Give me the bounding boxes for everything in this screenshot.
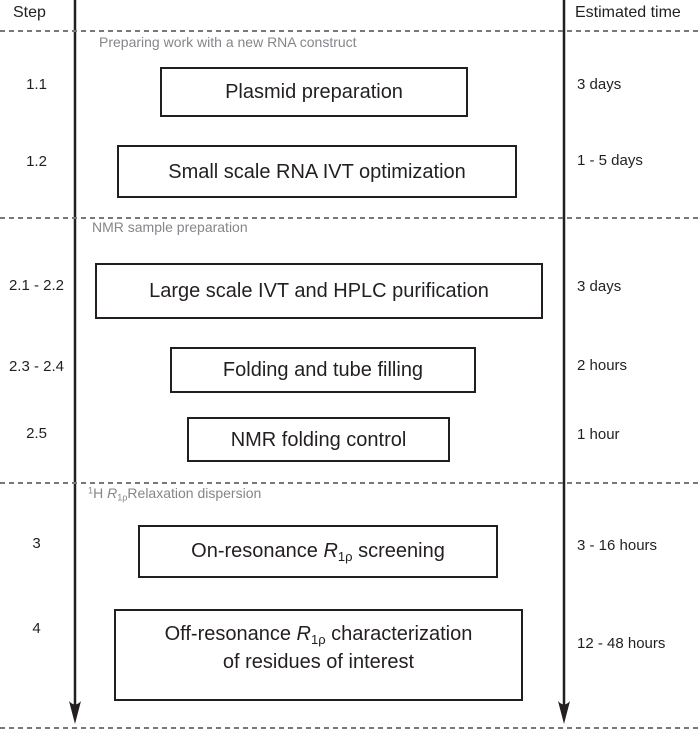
task-label: NMR folding control: [230, 428, 407, 451]
section-divider: [0, 482, 700, 484]
section-label-nmr-sample-preparation: NMR sample preparation: [92, 219, 248, 235]
estimated-time: 3 days: [577, 278, 622, 295]
timeline-arrow-down-icon: [558, 0, 570, 724]
estimated-time: 1 hour: [577, 426, 620, 443]
time-column-header: Estimated time: [575, 4, 681, 21]
task-label-line2: of residues of interest: [222, 650, 415, 673]
task-label: Plasmid preparation: [225, 81, 403, 103]
task-label: Large scale IVT and HPLC purification: [149, 280, 489, 302]
task-box-plasmid-preparation: Plasmid preparation: [160, 67, 468, 117]
section-divider: [0, 217, 700, 219]
task-box-off-resonance-characterization: Off-resonance R1ρ characterization of re…: [114, 609, 523, 701]
step-number: 2.3 - 2.4: [8, 358, 65, 375]
section-divider: [0, 30, 700, 32]
estimated-time: 3 - 16 hours: [577, 537, 658, 554]
section-label-preparing-work: Preparing work with a new RNA construct: [99, 34, 357, 50]
section-label-relaxation-dispersion: 1H R1ρRelaxation dispersion: [88, 485, 261, 503]
step-number: 1.2: [26, 153, 47, 170]
step-number: 3: [32, 535, 41, 552]
task-box-on-resonance-screening: On-resonance R1ρ screening: [138, 525, 498, 578]
section-label-text: H: [93, 485, 108, 501]
estimated-time: 2 hours: [577, 357, 628, 374]
r1rho-subscript: 1ρ: [117, 492, 128, 503]
step-number: 4: [32, 620, 41, 637]
r1rho-symbol: R: [107, 485, 118, 501]
task-box-nmr-folding-control: NMR folding control: [187, 417, 450, 462]
timeline-arrow-down-icon: [69, 0, 81, 724]
step-number: 2.1 - 2.2: [8, 277, 65, 294]
estimated-time: 12 - 48 hours: [577, 635, 666, 652]
section-divider: [0, 727, 700, 729]
r1rho-subscript: 1ρ: [311, 632, 326, 648]
estimated-time: 3 days: [577, 76, 622, 93]
section-label-text: Relaxation dispersion: [127, 485, 262, 501]
step-column-header: Step: [13, 4, 46, 21]
r1rho-subscript: 1ρ: [337, 548, 353, 564]
estimated-time: 1 - 5 days: [577, 152, 643, 169]
r1rho-symbol: R: [296, 623, 311, 646]
task-box-large-scale-ivt: Large scale IVT and HPLC purification: [95, 263, 543, 319]
task-label: Small scale RNA IVT optimization: [168, 160, 466, 183]
step-number: 2.5: [26, 425, 47, 442]
r1rho-symbol: R: [323, 539, 338, 562]
task-box-small-scale-ivt: Small scale RNA IVT optimization: [117, 145, 517, 198]
task-label: Folding and tube filling: [222, 359, 424, 381]
superscript-one: 1: [88, 485, 94, 496]
task-label: On-resonance R1ρ screening: [191, 539, 445, 564]
step-number: 1.1: [26, 76, 47, 93]
task-label: Off-resonance R1ρ characterization of re…: [164, 623, 473, 673]
task-box-folding-tube-filling: Folding and tube filling: [170, 347, 476, 393]
